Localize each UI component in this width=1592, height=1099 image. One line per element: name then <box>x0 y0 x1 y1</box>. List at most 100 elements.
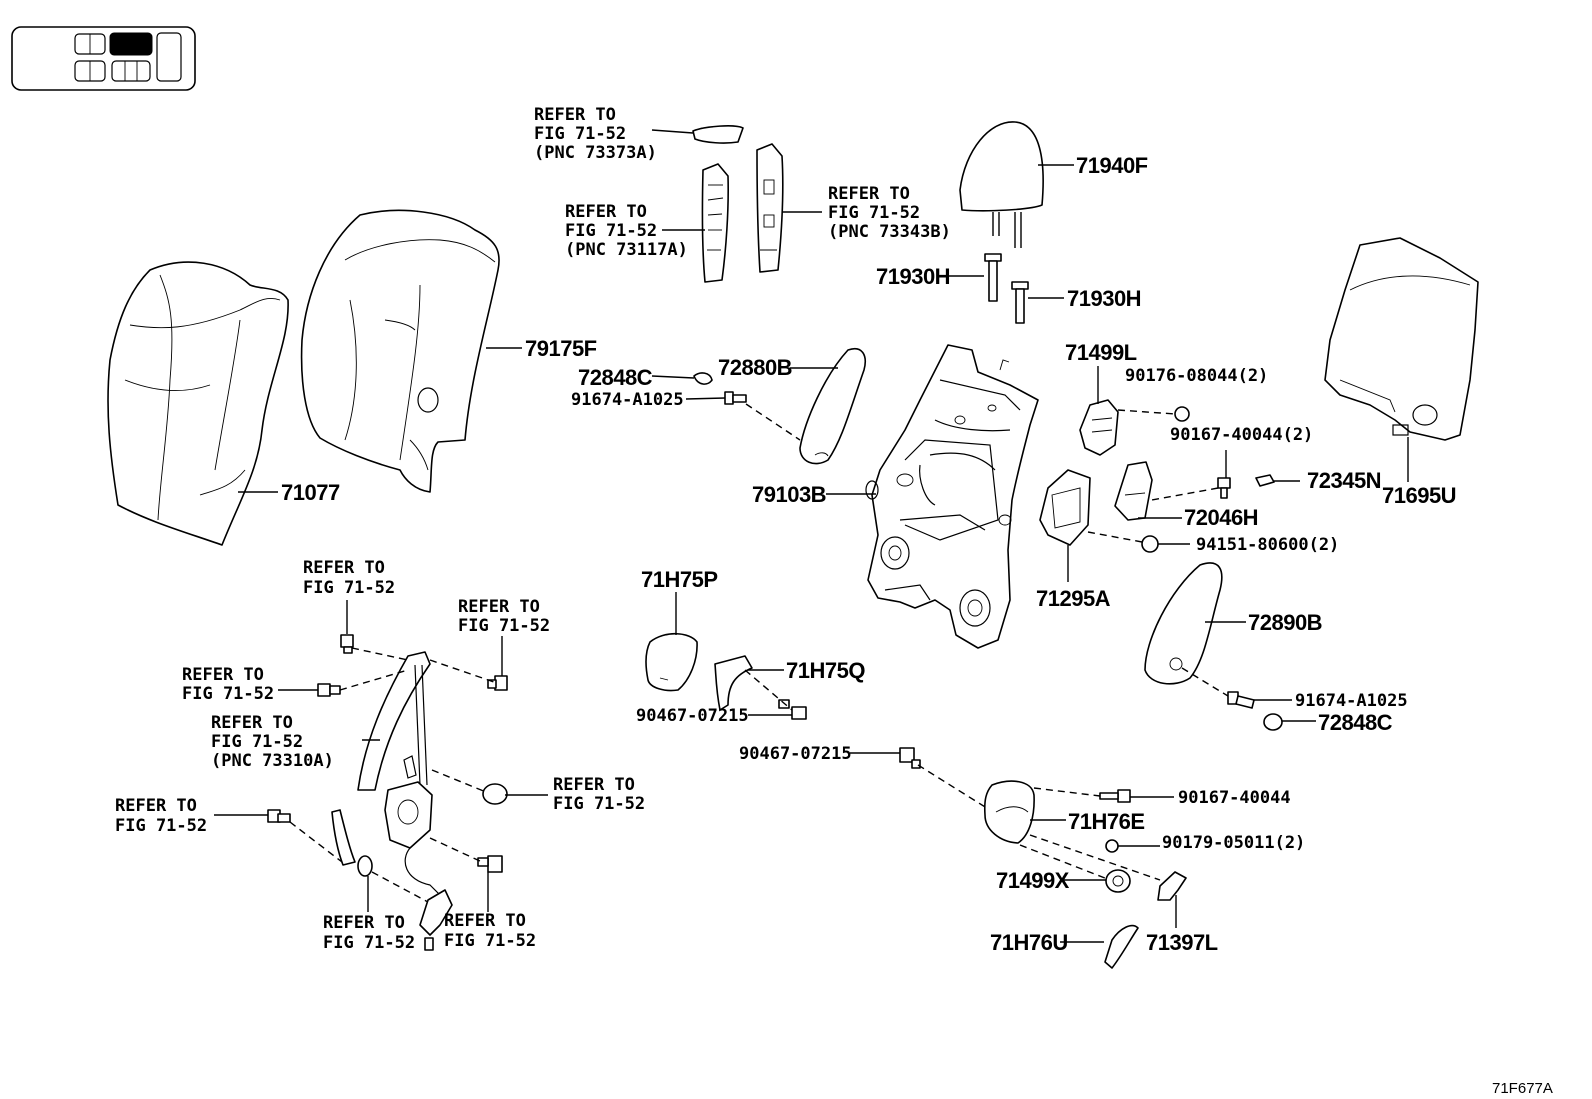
svg-text:FIG 71-52: FIG 71-52 <box>323 933 415 953</box>
part-number-71499X[interactable]: 71499X <box>996 868 1070 893</box>
svg-text:REFER TO: REFER TO <box>115 796 197 816</box>
side-shield-72880B-part <box>799 348 866 465</box>
svg-text:REFER TO: REFER TO <box>565 202 647 222</box>
headrest-support-71930H-part <box>984 253 1029 324</box>
part-number-90167-40044[interactable]: 90167-40044 <box>1178 788 1291 808</box>
trim-panel-73343B-part <box>756 143 784 273</box>
svg-text:REFER TO: REFER TO <box>444 911 526 931</box>
svg-text:FIG 71-52: FIG 71-52 <box>565 221 657 241</box>
part-number-71H76E[interactable]: 71H76E <box>1068 809 1145 834</box>
part-number-79103B[interactable]: 79103B <box>752 482 827 507</box>
part-number-90167-40044-2[interactable]: 90167-40044(2) <box>1170 425 1313 445</box>
svg-text:(PNC 73343B): (PNC 73343B) <box>828 222 951 242</box>
part-number-72345N[interactable]: 72345N <box>1307 468 1382 493</box>
part-number-90467-07215[interactable]: 90467-07215 <box>636 706 749 726</box>
part-number-72880B[interactable]: 72880B <box>718 355 793 380</box>
trim-71H75Q-part <box>714 655 753 711</box>
svg-text:FIG 71-52: FIG 71-52 <box>458 616 550 636</box>
seat-location-key-icon <box>11 26 196 91</box>
svg-text:REFER TO: REFER TO <box>458 597 540 617</box>
bracket-71499L-part <box>1079 399 1190 456</box>
screw-90467-07215-part <box>899 747 921 769</box>
refer-note: REFER TO FIG 71-52 <box>182 665 274 704</box>
pad-72345N-part <box>1255 474 1275 487</box>
cover-71H75P-part <box>645 632 698 692</box>
part-number-71499L[interactable]: 71499L <box>1065 340 1137 365</box>
refer-note-73310A: REFER TO FIG 71-52 (PNC 73310A) <box>211 713 334 771</box>
refer-note-73117A: REFER TO FIG 71-52 (PNC 73117A) <box>565 202 688 260</box>
seatback-board-71695U-part <box>1324 237 1479 441</box>
trim-panel-73117A-part <box>701 163 729 283</box>
part-number-72046H[interactable]: 72046H <box>1184 505 1259 530</box>
refer-note: REFER TO FIG 71-52 <box>323 913 415 953</box>
part-number-71H75P[interactable]: 71H75P <box>641 567 718 592</box>
screw-91674-A1025-part <box>724 391 747 405</box>
refer-note: REFER TO FIG 71-52 <box>444 911 536 951</box>
bolt-90167-40044-part <box>1099 789 1131 803</box>
part-number-90176-08044[interactable]: 90176-08044(2) <box>1125 366 1268 386</box>
module-bracket-71295A-part <box>1039 469 1091 546</box>
part-number-71695U[interactable]: 71695U <box>1382 483 1457 508</box>
svg-text:REFER TO: REFER TO <box>553 775 635 795</box>
part-71499X-part <box>1105 869 1131 893</box>
nut-94151-80600-part <box>1141 535 1159 553</box>
part-number-91674-A1025[interactable]: 91674-A1025 <box>1295 691 1408 711</box>
svg-text:FIG 71-52: FIG 71-52 <box>211 732 303 752</box>
svg-text:REFER TO: REFER TO <box>323 913 405 933</box>
seatback-cover-71077-part <box>107 261 289 546</box>
svg-text:FIG 71-52: FIG 71-52 <box>303 578 395 598</box>
part-number-71H76U[interactable]: 71H76U <box>990 930 1068 955</box>
leader-lines <box>214 129 1409 943</box>
part-number-91674-A1025[interactable]: 91674-A1025 <box>571 390 684 410</box>
part-number-79175F[interactable]: 79175F <box>525 336 597 361</box>
figure-code: 71F677A <box>1492 1080 1553 1097</box>
part-number-94151-80600[interactable]: 94151-80600(2) <box>1196 535 1339 555</box>
part-number-71077[interactable]: 71077 <box>281 480 340 505</box>
svg-text:REFER TO: REFER TO <box>828 184 910 204</box>
part-number-72890B[interactable]: 72890B <box>1248 610 1323 635</box>
svg-text:(PNC 73310A): (PNC 73310A) <box>211 751 334 771</box>
clip-72848C-part <box>1263 713 1283 731</box>
part-number-71930H[interactable]: 71930H <box>876 264 951 289</box>
svg-text:FIG 71-52: FIG 71-52 <box>553 794 645 814</box>
refer-note-73343B: REFER TO FIG 71-52 (PNC 73343B) <box>828 184 951 242</box>
side-shield-72890B-part <box>1144 562 1223 685</box>
svg-text:REFER TO: REFER TO <box>182 665 264 685</box>
part-number-71397L[interactable]: 71397L <box>1146 930 1218 955</box>
svg-text:REFER TO: REFER TO <box>303 558 385 578</box>
cover-71H76E-part <box>983 780 1035 844</box>
refer-note: REFER TO FIG 71-52 <box>303 558 395 598</box>
part-number-90179-05011[interactable]: 90179-05011(2) <box>1162 833 1305 853</box>
part-number-72848C[interactable]: 72848C <box>578 365 653 390</box>
refer-note: REFER TO FIG 71-52 <box>553 775 645 814</box>
svg-text:FIG 71-52: FIG 71-52 <box>534 124 626 144</box>
part-number-71930H[interactable]: 71930H <box>1067 286 1142 311</box>
trim-71H76U-part <box>1104 924 1139 969</box>
part-number-71H75Q[interactable]: 71H75Q <box>786 658 866 683</box>
nut-90179-05011-part <box>1105 839 1119 853</box>
refer-note: REFER TO FIG 71-52 <box>115 796 207 836</box>
part-number-71940F[interactable]: 71940F <box>1076 153 1148 178</box>
seat-frame-79103B-part <box>865 344 1039 649</box>
trim-cover-73373A-part <box>692 125 744 144</box>
part-number-71295A[interactable]: 71295A <box>1036 586 1111 611</box>
svg-text:REFER TO: REFER TO <box>534 105 616 125</box>
svg-text:(PNC 73117A): (PNC 73117A) <box>565 240 688 260</box>
svg-text:(PNC 73373A): (PNC 73373A) <box>534 143 657 163</box>
screw-91674-A1025-part <box>1227 691 1255 709</box>
part-number-90467-07215[interactable]: 90467-07215 <box>739 744 852 764</box>
refer-note-73373A: REFER TO FIG 71-52 (PNC 73373A) <box>534 105 657 163</box>
bolt-90167-40044-part <box>1217 477 1231 499</box>
bracket-72046H-part <box>1114 461 1153 521</box>
svg-text:FIG 71-52: FIG 71-52 <box>444 931 536 951</box>
part-number-72848C[interactable]: 72848C <box>1318 710 1393 735</box>
svg-text:FIG 71-52: FIG 71-52 <box>828 203 920 223</box>
refer-note: REFER TO FIG 71-52 <box>458 597 550 636</box>
seat-belt-73310A-part <box>267 634 508 951</box>
svg-text:REFER TO: REFER TO <box>211 713 293 733</box>
bracket-71397L-part <box>1157 871 1187 901</box>
headrest-71940F-part <box>959 121 1044 248</box>
svg-text:FIG 71-52: FIG 71-52 <box>115 816 207 836</box>
clip-72848C-part <box>693 372 713 385</box>
